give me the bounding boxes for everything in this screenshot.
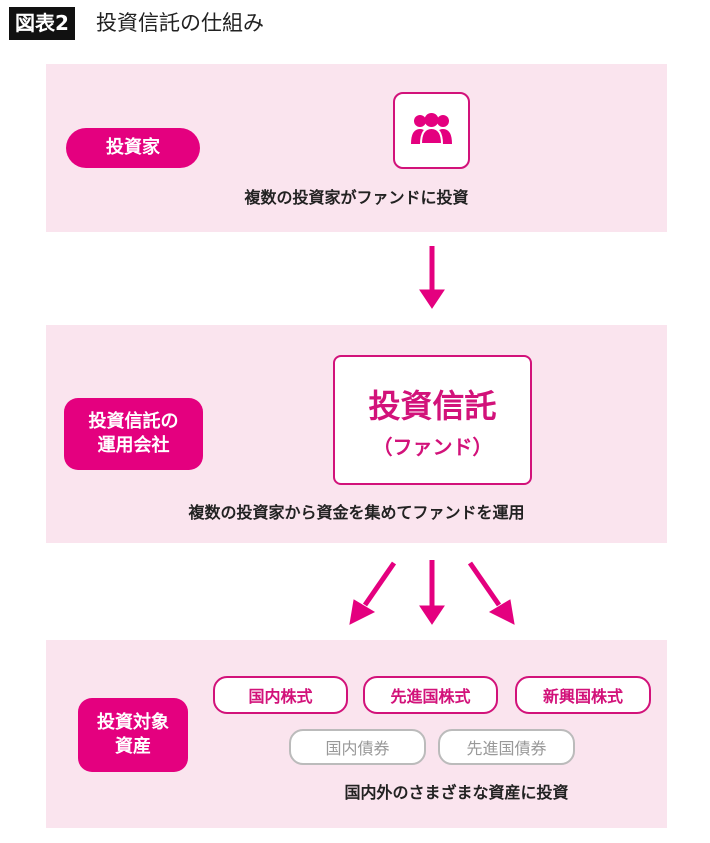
assets-label-line2: 資産 — [115, 736, 151, 757]
asset-pill: 新興国株式 — [515, 676, 651, 714]
manager-label: 投資信託の 運用会社 — [64, 398, 203, 470]
page-title: 投資信託の仕組み — [96, 11, 264, 35]
assets-panel: 投資対象 資産 国内株式 先進国株式 新興国株式 国内債券 先進国債券 国内外の… — [46, 640, 667, 828]
manager-panel: 投資信託の 運用会社 投資信託 （ファンド） 複数の投資家から資金を集めてファン… — [46, 325, 667, 543]
manager-label-line2: 運用会社 — [97, 435, 170, 456]
arrow-down-left-icon — [349, 561, 397, 625]
arrow-down-icon — [419, 560, 445, 625]
asset-pill: 国内株式 — [213, 676, 348, 714]
investor-panel: 投資家 複数の投資家がファンドに投資 — [46, 64, 667, 232]
fund-box: 投資信託 （ファンド） — [333, 355, 532, 485]
fund-subtitle: （ファンド） — [372, 434, 493, 459]
arrow-down-icon — [419, 246, 445, 309]
manager-caption: 複数の投資家から資金を集めてファンドを運用 — [188, 503, 525, 522]
fund-title: 投資信託 — [368, 386, 497, 425]
asset-pill: 先進国株式 — [363, 676, 498, 714]
investor-label: 投資家 — [66, 128, 200, 168]
assets-label: 投資対象 資産 — [78, 698, 188, 772]
asset-pill-muted: 先進国債券 — [438, 729, 575, 765]
figure-label: 図表2 — [9, 7, 75, 40]
arrow-down-right-icon — [467, 561, 515, 625]
investor-caption: 複数の投資家がファンドに投資 — [244, 188, 469, 207]
assets-label-line1: 投資対象 — [97, 711, 169, 733]
asset-pill-muted: 国内債券 — [289, 729, 426, 765]
people-icon — [393, 92, 470, 169]
manager-label-line1: 投資信託の — [88, 410, 179, 432]
assets-caption: 国内外のさまざまな資産に投資 — [344, 783, 569, 802]
